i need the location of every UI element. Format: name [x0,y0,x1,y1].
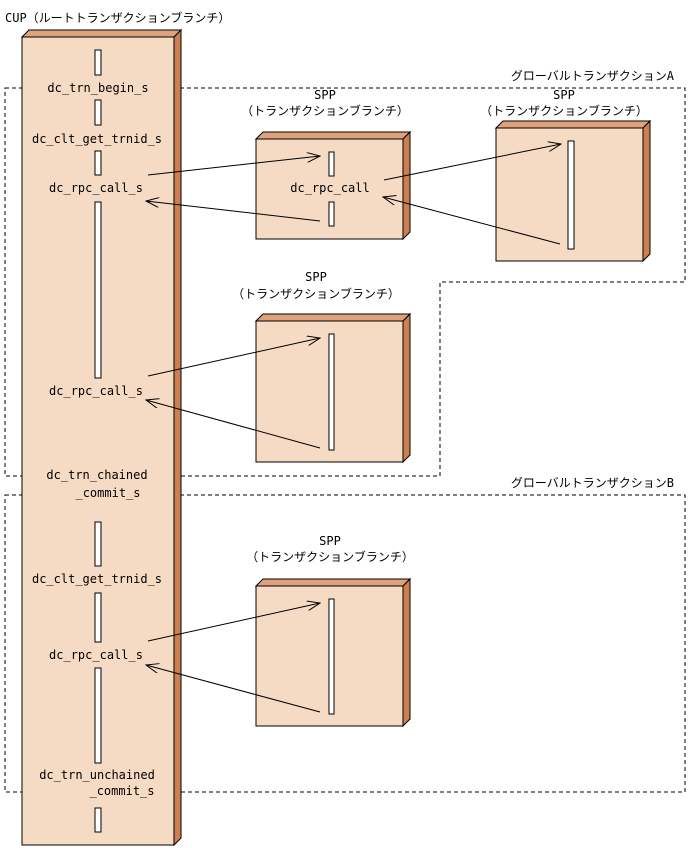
spp-box-side [402,130,411,241]
call-arrow [147,156,320,176]
spp-box-top [254,313,412,322]
spp-activation-bar [567,140,575,250]
spp-activation-bar [328,151,335,177]
cup-activation-bar [94,49,102,76]
return-arrow [383,197,561,245]
spp-activation-bar [328,333,335,451]
spp-branch-label: （トランザクションブランチ） [480,103,648,118]
return-arrow [146,201,321,222]
cup-box-side [173,28,182,847]
label-background [46,81,150,95]
return-arrow [146,400,321,449]
call-arrow [383,144,561,181]
cup-activation-bar [94,201,102,379]
label-background [30,572,164,586]
spp-name: SPP [319,534,341,548]
spp-name: SPP [553,88,575,102]
cup-title: CUP（ルートトランザクションブランチ） [5,10,230,25]
spp-branch-label: （トランザクションブランチ） [246,549,414,564]
spp-name: SPP [305,270,327,284]
return-arrow [146,665,321,713]
spp-activation-bar [328,598,335,715]
cup-activation-bar [94,150,102,176]
group-a-label: グローバルトランザクションA [511,69,675,83]
spp-branch-label: （トランザクションブランチ） [232,286,400,301]
spp-box-side [402,312,411,464]
call-label: dc_rpc_call_s [49,384,143,398]
spp-box-top [494,120,652,129]
label-background [45,468,149,482]
cup-activation-bar [94,807,102,833]
call-arrow [147,603,320,642]
spp-box-top [254,578,412,587]
spp-box-top [254,131,412,140]
cup-activation-bar [94,667,102,764]
call-arrow [147,338,320,377]
call-label: _commit_s [89,784,154,798]
label-background [74,486,142,500]
cup-activation-bar [94,592,102,643]
spp-name: SPP [314,88,336,102]
cup-box-top [20,29,183,38]
call-label: dc_trn_begin_s [47,81,148,95]
label-background [38,768,156,782]
call-label: _commit_s [75,486,140,500]
call-label: dc_rpc_call_s [49,181,143,195]
global-transaction-a-region [4,87,686,477]
call-label: dc_clt_get_trnid_s [32,132,162,146]
spp-call-label: dc_rpc_call [290,181,369,195]
label-background [30,132,164,146]
label-background [48,181,144,195]
spp-box-side [402,577,411,728]
spp-box-side [642,119,651,263]
spp-branch-label: （トランザクションブランチ） [241,103,409,118]
cup-activation-bar [94,521,102,567]
global-transaction-b-region [4,494,686,793]
call-label: dc_rpc_call_s [49,648,143,662]
cup-activation-bar [94,99,102,126]
group-b-label: グローバルトランザクションB [511,476,674,490]
call-label: dc_clt_get_trnid_s [32,572,162,586]
call-label: dc_trn_chained [46,468,147,482]
call-label: dc_trn_unchained [39,768,155,782]
label-background [48,384,144,398]
label-background [289,181,371,195]
label-background [48,648,144,662]
label-background [88,784,156,798]
spp-activation-bar [328,201,335,227]
